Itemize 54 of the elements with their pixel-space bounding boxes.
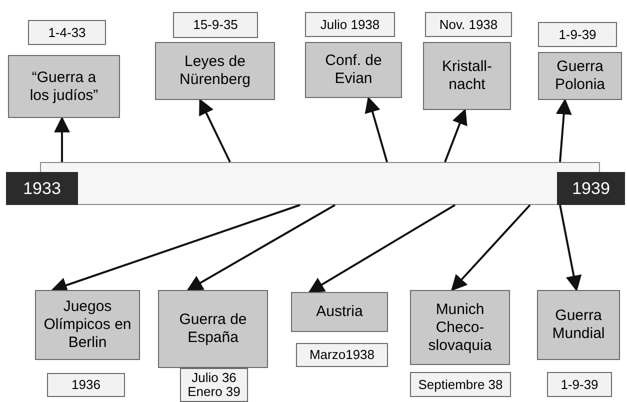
year-label: 1933	[23, 178, 61, 198]
date-label: 1-9-39	[558, 28, 596, 42]
arrow	[199, 98, 231, 162]
event-label: Guerra de España	[178, 311, 248, 347]
event-label: “Guerra a los judíos”	[28, 68, 100, 104]
event-box	[410, 290, 510, 365]
arrow	[444, 108, 468, 162]
event-label: Kristall- nacht	[440, 58, 493, 94]
arrow	[308, 204, 456, 293]
event-box	[537, 290, 620, 360]
event-label: Conf. de Evian	[324, 52, 383, 88]
event-label: Munich Checo- slovaquia	[427, 300, 493, 354]
arrow	[364, 96, 388, 162]
year-label: 1939	[572, 178, 610, 198]
date-box	[305, 12, 395, 37]
event-box	[423, 42, 511, 110]
arrow	[186, 204, 336, 291]
date-box	[296, 343, 388, 367]
event-label: Leyes de Nürenberg	[178, 53, 252, 89]
event-box	[305, 42, 402, 98]
event-label: Austria	[316, 303, 363, 321]
year-box	[557, 172, 625, 205]
arrow	[50, 204, 300, 293]
event-box	[155, 42, 275, 100]
date-box	[425, 12, 512, 37]
date-label: Septiembre 38	[418, 378, 503, 392]
date-box	[173, 12, 258, 38]
event-label: Guerra Mundial	[551, 307, 606, 343]
event-box	[538, 52, 622, 100]
date-label: Nov. 1938	[439, 18, 498, 32]
date-box	[538, 22, 617, 47]
date-box	[180, 368, 248, 402]
date-box	[410, 372, 511, 397]
event-box	[8, 55, 120, 118]
date-label: Marzo1938	[309, 348, 375, 362]
date-box	[28, 20, 106, 45]
arrow	[450, 204, 531, 292]
arrow	[556, 98, 572, 162]
date-label: Julio 36 Enero 39	[186, 371, 242, 399]
date-label: 15-9-35	[193, 18, 238, 32]
event-box	[291, 292, 388, 332]
date-label: Julio 1938	[320, 18, 380, 32]
event-label: Guerra Polonia	[554, 58, 606, 94]
event-box	[35, 290, 140, 360]
event-box	[158, 290, 268, 368]
date-label: 1-4-33	[48, 26, 86, 40]
year-box	[6, 172, 78, 205]
arrow	[559, 204, 582, 292]
event-label: Juegos Olímpicos en Berlin	[42, 298, 132, 352]
date-box	[547, 372, 612, 397]
arrow	[54, 116, 70, 162]
date-box	[47, 373, 125, 397]
date-label: 1-9-39	[560, 378, 598, 392]
date-label: 1936	[72, 378, 100, 392]
